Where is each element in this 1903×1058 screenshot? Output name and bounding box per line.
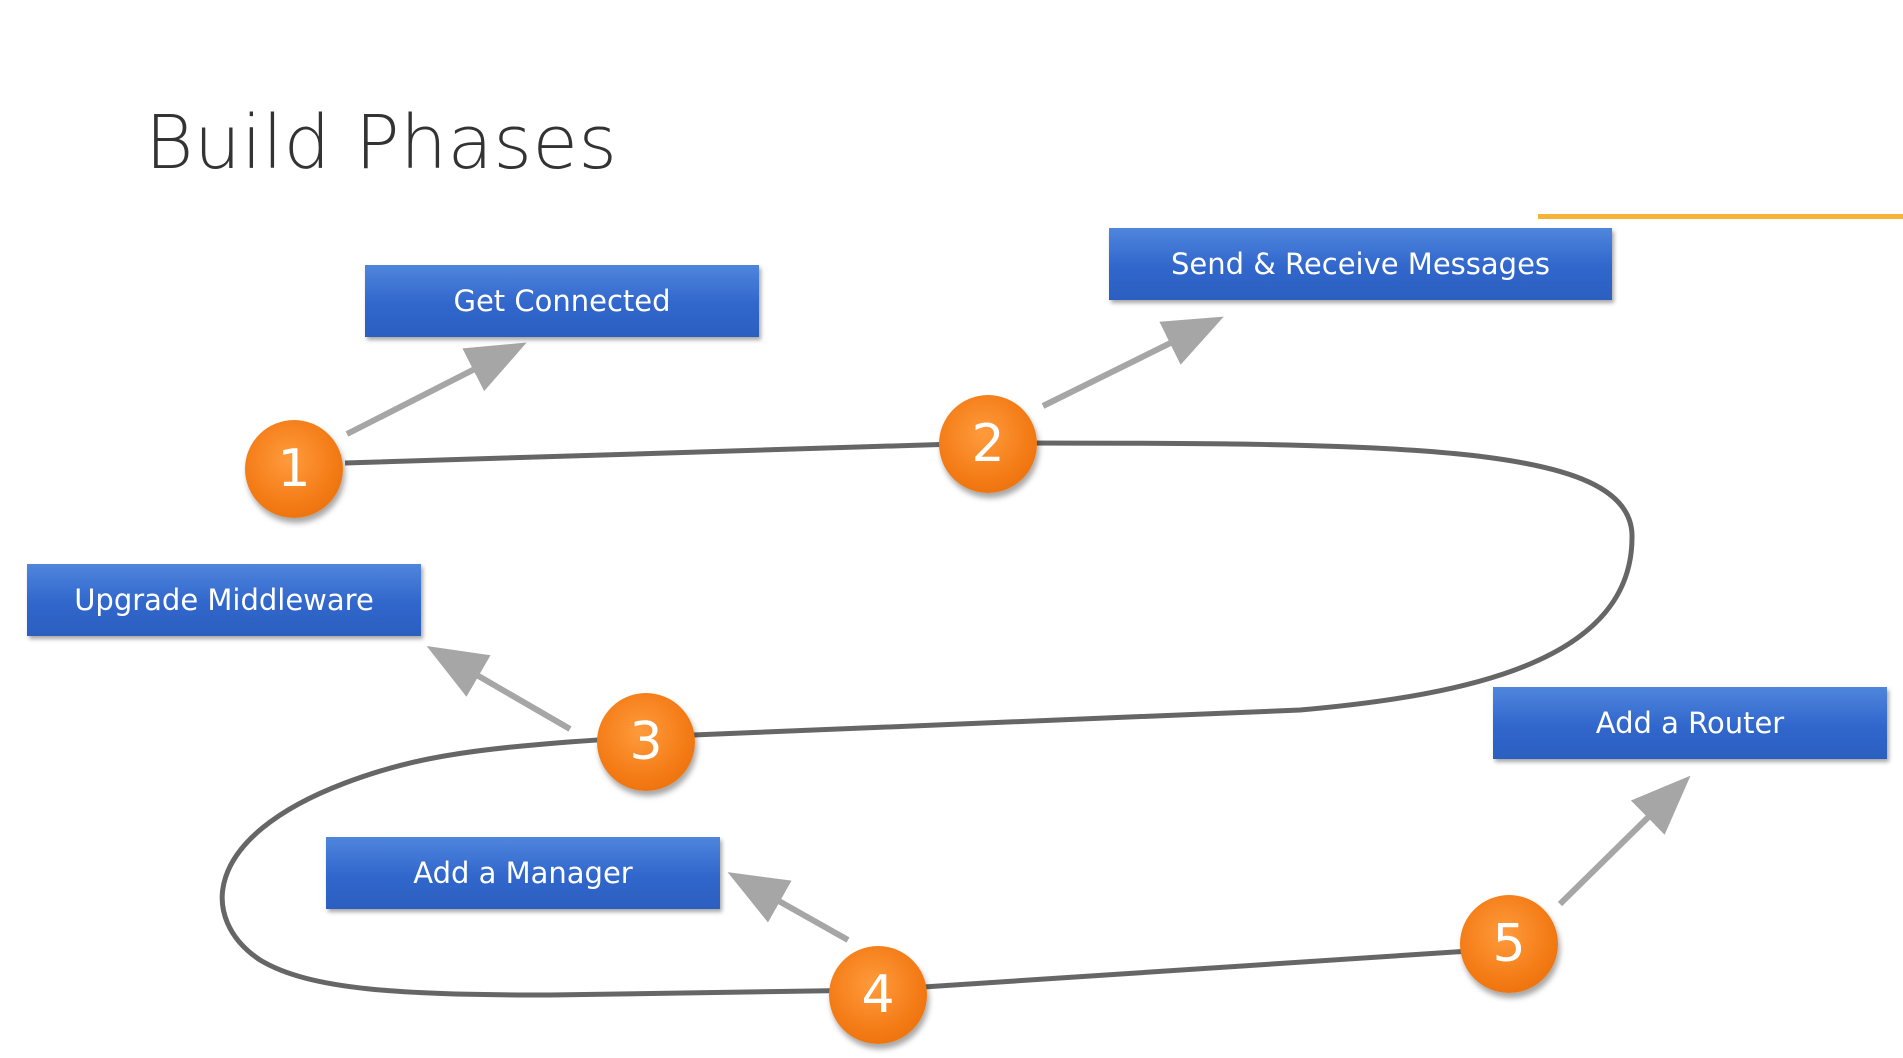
step-number: 1 [277,439,311,499]
step-circle-4: 4 [829,946,927,1044]
phase-label: Send & Receive Messages [1170,247,1551,281]
phase-box-add-a-router: Add a Router [1493,687,1887,759]
phase-label: Add a Manager [413,856,633,890]
phase-label: Get Connected [453,284,671,318]
step-number: 2 [971,414,1005,474]
step-circle-3: 3 [597,693,695,791]
step-circle-2: 2 [939,395,1037,493]
phase-box-get-connected: Get Connected [365,265,759,337]
phase-label: Upgrade Middleware [74,583,374,617]
step-number: 3 [629,712,663,772]
phase-box-upgrade-middleware: Upgrade Middleware [27,564,421,636]
arrow-4 [727,872,850,943]
journey-path [219,440,1635,998]
step-number: 4 [861,965,895,1025]
phase-box-send-receive-messages: Send & Receive Messages [1109,228,1612,300]
arrow-1 [345,342,527,437]
step-circle-1: 1 [245,420,343,518]
phase-label: Add a Router [1595,706,1785,740]
arrow-3 [426,645,572,732]
arrow-5 [1557,775,1691,907]
slide-title: Build Phases [145,100,618,186]
step-number: 5 [1492,914,1526,974]
phase-box-add-a-manager: Add a Manager [326,837,720,909]
accent-line [1538,214,1903,219]
arrow-2 [1041,316,1224,409]
step-circle-5: 5 [1460,895,1558,993]
